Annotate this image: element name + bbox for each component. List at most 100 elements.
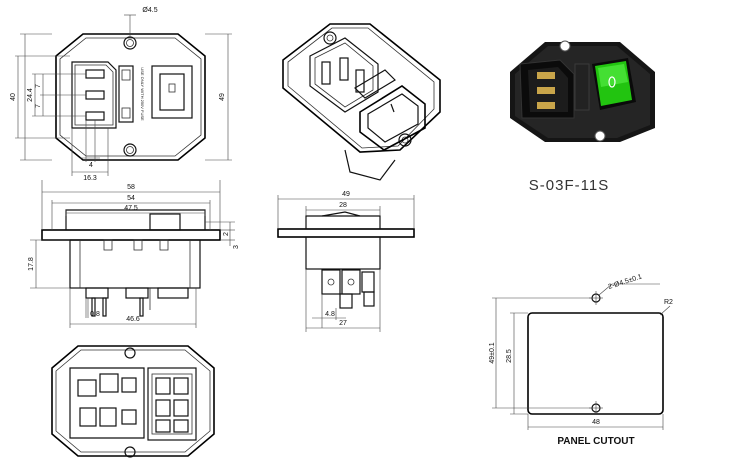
iso-fuse <box>354 69 396 99</box>
iso-switch-rocker <box>367 93 419 143</box>
front-fuse-bottom <box>121 107 131 119</box>
back-switch-terminal-5 <box>155 419 171 433</box>
end-dim-4-8: 4.8 <box>325 311 335 318</box>
front-height-body: 40 <box>10 93 17 101</box>
back-terminal-6 <box>121 409 137 425</box>
front-switch-mark <box>168 83 176 93</box>
back-switch-terminal-3 <box>155 399 171 417</box>
photo-hole-top <box>559 40 571 52</box>
end-width-49: 49 <box>342 191 350 198</box>
front-fuse-holder <box>118 65 134 123</box>
end-flange <box>277 228 415 238</box>
side-width-47-5: 47.5 <box>124 205 138 212</box>
back-switch-terminal-4 <box>173 399 189 417</box>
back-terminal-4 <box>99 407 117 427</box>
back-terminal-3 <box>79 407 97 427</box>
cutout-outline <box>527 312 664 415</box>
model-number: S-03F-11S <box>529 177 609 194</box>
side-terminal-1 <box>85 287 109 299</box>
iso-inlet-inner <box>314 42 374 108</box>
side-dim-46-6: 46.6 <box>126 316 140 323</box>
front-pin-neutral <box>85 111 105 121</box>
photo-pin-top <box>537 72 555 79</box>
side-terminal-2 <box>125 287 149 299</box>
back-switch-terminal-2 <box>173 377 189 395</box>
cutout-height-49: 49±0.1 <box>489 342 496 363</box>
front-bottom-hole-inner <box>126 146 134 154</box>
side-switch <box>149 213 181 231</box>
front-fuse-top <box>121 69 131 81</box>
panel-cutout: 2-Ø4.5±0.1 R2 49±0.1 28.5 48 PANEL CUTOU… <box>489 273 673 447</box>
side-width-54: 54 <box>127 195 135 202</box>
end-terminal-mid <box>341 269 361 295</box>
back-terminal-5 <box>121 377 137 393</box>
iso-switch-frame <box>359 85 426 151</box>
front-dim-7a: 7 <box>35 84 42 88</box>
front-flange-outline <box>55 33 206 161</box>
end-body <box>305 236 381 270</box>
end-width-28: 28 <box>339 202 347 209</box>
iso-body-bottom <box>344 149 396 181</box>
iso-inlet <box>309 37 379 113</box>
product-photo: S-03F-11S <box>510 40 655 194</box>
iso-hole-bottom <box>398 133 412 147</box>
back-switch-terminal-6 <box>173 419 189 433</box>
end-dim-27: 27 <box>339 320 347 327</box>
back-terminal-1 <box>77 379 97 397</box>
side-terminal-3 <box>157 287 189 299</box>
front-bottom-hole <box>123 143 137 157</box>
front-flange-inner <box>59 37 202 157</box>
front-dim-16-3: 16.3 <box>83 175 97 182</box>
back-switch-body <box>147 367 197 441</box>
back-hole-top <box>124 347 136 359</box>
end-top <box>305 215 381 230</box>
front-fuse-text: USE ONLY WITH 250V FUSE <box>140 67 145 121</box>
end-terminal-left <box>321 269 341 295</box>
end-lug-1 <box>339 293 353 309</box>
end-switch-rocker <box>321 211 361 217</box>
back-hole-bottom <box>124 446 136 458</box>
end-lug-2 <box>363 291 375 307</box>
iso-flange-inner <box>287 27 435 149</box>
cutout-height-28-5: 28.5 <box>506 349 513 363</box>
iso-hole-top <box>323 31 337 45</box>
iso-flange <box>282 23 441 153</box>
front-view: USE ONLY WITH 250V FUSE Ø4.5 49 40 24.4 … <box>10 7 232 182</box>
cutout-label: PANEL CUTOUT <box>557 436 634 447</box>
side-dim-3: 3 <box>233 245 240 249</box>
iso-pin-1 <box>321 61 331 85</box>
front-height-overall: 49 <box>219 93 226 101</box>
front-top-hole <box>123 36 137 50</box>
cutout-radius-dim: R2 <box>664 299 673 306</box>
front-dim-7b: 7 <box>35 104 42 108</box>
side-view: 58 54 47.5 17.8 2 3 46.6 0.8 <box>28 180 240 328</box>
front-switch-rocker <box>159 73 185 111</box>
back-left-body <box>69 367 145 439</box>
end-terminal-right <box>361 271 375 293</box>
side-dim-2: 2 <box>223 232 230 236</box>
back-flange <box>51 345 215 457</box>
back-switch-terminal-1 <box>155 377 171 395</box>
side-flange <box>41 229 221 241</box>
front-top-hole-inner <box>126 39 134 47</box>
front-switch-frame <box>151 65 193 119</box>
photo-pin-middle <box>537 87 555 94</box>
iso-hole-top-inner <box>326 34 334 42</box>
cutout-holes-dim: 2-Ø4.5±0.1 <box>607 273 643 290</box>
iso-pin-3 <box>355 69 365 93</box>
photo-pin-bottom <box>537 102 555 109</box>
isometric-view <box>282 23 441 181</box>
side-height-17-8: 17.8 <box>28 257 35 271</box>
side-body <box>69 239 201 289</box>
photo-fuse <box>574 63 590 111</box>
iso-switch-mark <box>390 103 395 113</box>
front-dim-4: 4 <box>89 162 93 169</box>
photo-switch-mark <box>608 76 616 88</box>
iso-pin-2 <box>339 57 349 81</box>
front-inlet-outline <box>71 61 117 129</box>
side-width-58: 58 <box>127 184 135 191</box>
end-view: 49 28 4.8 27 <box>277 191 415 332</box>
side-top-body <box>65 209 206 231</box>
